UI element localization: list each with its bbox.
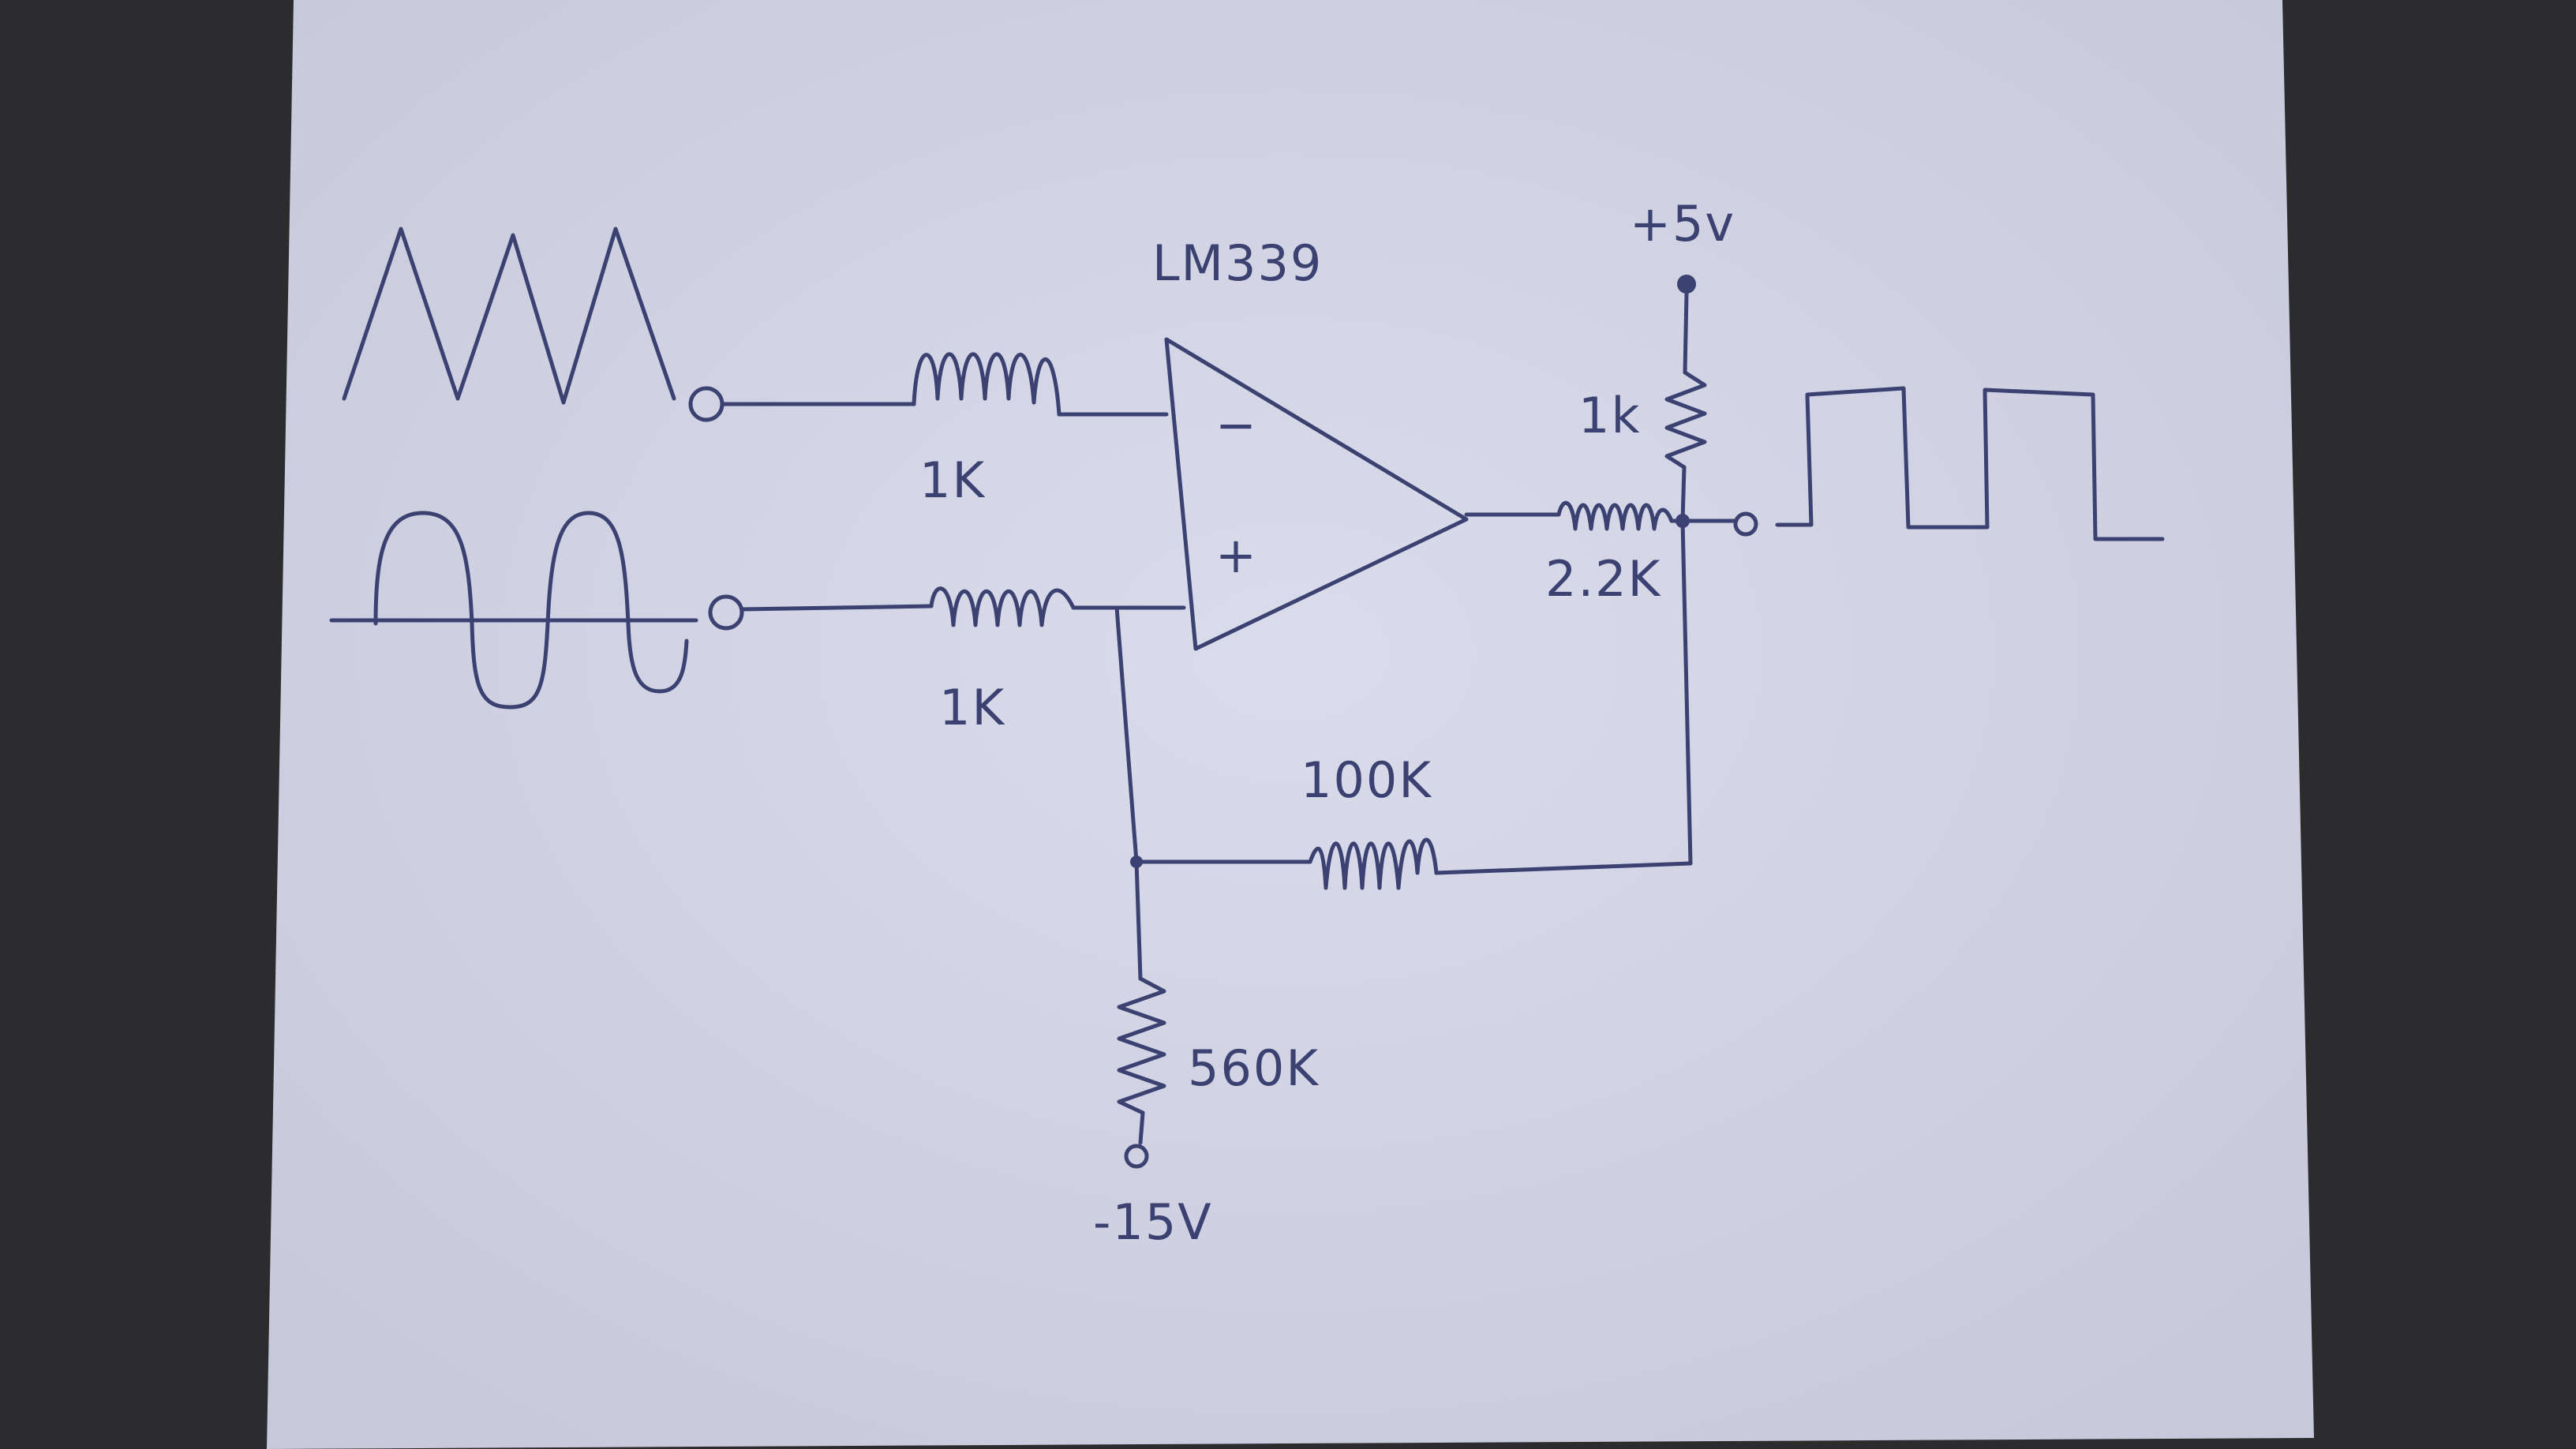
supply-positive-dot (1677, 275, 1696, 294)
resistor-bias (1117, 976, 1166, 1115)
label-r-input-2: 1K (939, 679, 1005, 736)
resistor-input-1 (912, 352, 1061, 417)
plus-input-sign: + (1215, 526, 1258, 584)
comparator-symbol (1164, 337, 1469, 651)
chip-label: LM339 (1152, 234, 1323, 292)
supply-negative-terminal (1124, 1144, 1149, 1169)
label-r-pullup: 1k (1578, 387, 1641, 444)
label-r-feedback: 100K (1301, 751, 1432, 809)
minus-input-sign: − (1215, 396, 1258, 454)
input-terminal-2 (708, 594, 744, 631)
resistor-pullup (1664, 370, 1707, 470)
resistor-output-series (1556, 500, 1674, 531)
label-r-output-series: 2.2K (1545, 550, 1661, 608)
resistor-input-2 (929, 586, 1076, 627)
supply-negative-label: -15V (1093, 1193, 1213, 1251)
output-terminal (1733, 511, 1758, 537)
supply-positive-label: +5v (1630, 195, 1735, 253)
label-r-input-1: 1K (919, 451, 986, 509)
label-r-bias: 560K (1188, 1039, 1320, 1097)
sine-wave-icon (329, 511, 698, 710)
paper-sheet (267, 0, 2314, 1449)
triangle-wave-icon (342, 227, 676, 405)
resistor-feedback (1308, 837, 1439, 890)
square-wave-icon (1775, 386, 2165, 541)
